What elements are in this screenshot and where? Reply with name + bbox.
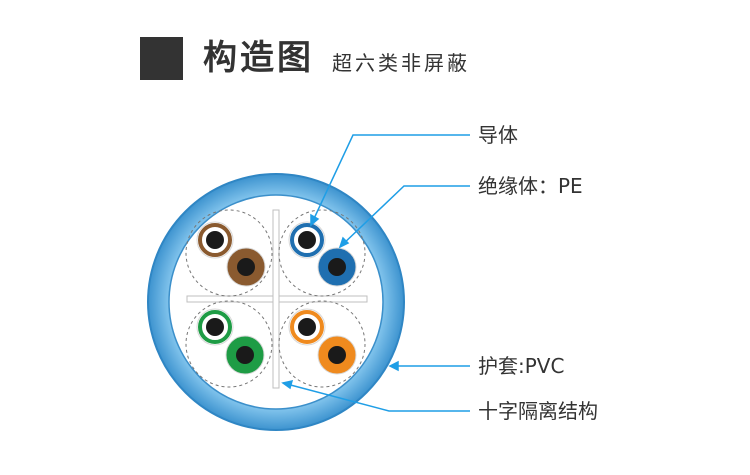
wire-pair-blue bbox=[288, 221, 357, 287]
label-insulation: 绝缘体：PE bbox=[478, 174, 583, 198]
leader-separator bbox=[281, 379, 470, 412]
page-title: 构造图 bbox=[203, 38, 314, 78]
page-subtitle: 超六类非屏蔽 bbox=[332, 51, 470, 75]
wire-pair-brown bbox=[196, 221, 266, 287]
pair-outline-blue bbox=[278, 209, 366, 297]
header: 构造图 超六类非屏蔽 bbox=[140, 36, 470, 80]
label-conductor: 导体 bbox=[478, 123, 518, 147]
leader-jacket bbox=[388, 360, 470, 372]
title-square-icon bbox=[140, 36, 183, 80]
pair-outline-orange bbox=[278, 300, 366, 388]
wire-pair-orange bbox=[288, 308, 357, 375]
pair-outline-brown bbox=[185, 209, 273, 297]
leader-insulation bbox=[338, 185, 470, 249]
wire-pair-green bbox=[196, 308, 265, 375]
label-jacket: 护套:PVC bbox=[478, 354, 565, 378]
leader-conductor bbox=[310, 134, 470, 227]
cross-separator bbox=[186, 209, 368, 389]
label-separator: 十字隔离结构 bbox=[478, 399, 598, 423]
pair-outline-green bbox=[185, 300, 273, 388]
